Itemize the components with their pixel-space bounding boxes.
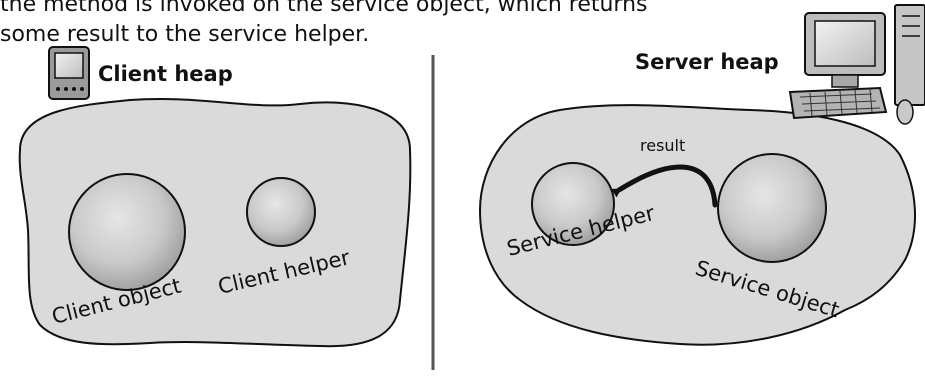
desktop-computer-icon	[790, 5, 925, 124]
result-label: result	[640, 136, 685, 155]
service-object-sphere	[718, 154, 826, 262]
client-object-sphere	[69, 174, 185, 290]
handheld-device-icon	[49, 47, 89, 99]
server-heap-heading: Server heap	[635, 50, 779, 74]
client-heap-heading: Client heap	[98, 62, 233, 86]
client-helper-sphere	[247, 178, 315, 246]
